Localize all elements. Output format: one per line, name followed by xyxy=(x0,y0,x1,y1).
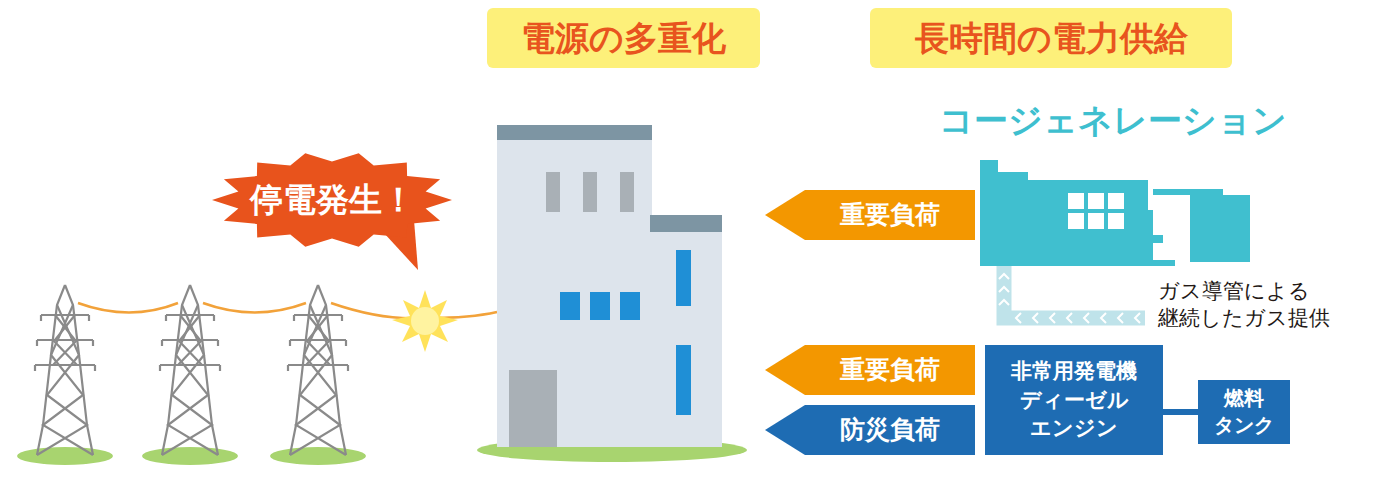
tag-text: 電源の多重化 xyxy=(521,16,726,60)
arrow-node: 重要負荷 xyxy=(765,345,975,395)
cogen-node: コージェネレーション xyxy=(925,100,1300,270)
machine-window xyxy=(1108,213,1124,229)
chevron xyxy=(1016,313,1021,323)
machine-part xyxy=(1028,180,1148,262)
ground xyxy=(270,447,366,465)
fuel-line xyxy=(1163,409,1198,415)
arrow-outline xyxy=(765,345,975,395)
burst-node: 停電発生！ xyxy=(212,152,452,248)
box-text: 燃料 タンク xyxy=(1211,385,1277,439)
burst-outline xyxy=(212,153,452,247)
tag-node: 長時間の電力供給 xyxy=(870,8,1232,68)
machine-part xyxy=(1153,235,1163,243)
machine-part xyxy=(998,172,1028,262)
gas-pipe xyxy=(999,265,1145,323)
burst-text: 停電発生！ xyxy=(250,179,415,222)
machine-part xyxy=(980,160,998,262)
chevron xyxy=(1050,313,1055,323)
arrow-node: 防災負荷 xyxy=(765,405,975,455)
chevron xyxy=(1118,313,1123,323)
arrow-outline xyxy=(765,190,975,240)
chevron xyxy=(1084,313,1089,323)
machine-window xyxy=(1108,193,1124,209)
machine-part xyxy=(1190,195,1250,262)
machine-window xyxy=(1088,193,1104,209)
arrow-text: 防災負荷 xyxy=(840,414,940,447)
pylon xyxy=(160,285,220,455)
tag-text: 長時間の電力供給 xyxy=(915,16,1188,60)
chevron xyxy=(1135,313,1140,323)
arrow-node: 重要負荷 xyxy=(765,190,975,240)
pylon xyxy=(35,285,95,455)
machine-base xyxy=(980,260,1175,266)
cogen-text: コージェネレーション xyxy=(939,100,1287,141)
machine-window xyxy=(1088,213,1104,229)
chevron xyxy=(1067,313,1072,323)
chevron xyxy=(999,287,1009,292)
chevron xyxy=(1101,313,1106,323)
building xyxy=(497,125,722,447)
chevron xyxy=(1033,313,1038,323)
machine-window xyxy=(1068,193,1084,209)
note-label: ガス導管による 継続したガス提供 xyxy=(1158,278,1368,333)
arrow-text: 重要負荷 xyxy=(840,354,940,387)
box-node: 燃料 タンク xyxy=(1198,380,1290,444)
flash xyxy=(392,290,458,352)
ground xyxy=(17,447,113,465)
chevron xyxy=(999,274,1009,279)
machine-window xyxy=(1068,213,1084,229)
pylon xyxy=(288,285,348,455)
tag-node: 電源の多重化 xyxy=(487,8,760,68)
machine-part xyxy=(1148,210,1153,262)
ground xyxy=(142,447,238,465)
box-text: 非常用発電機 ディーゼル エンジン xyxy=(999,357,1149,442)
chevron xyxy=(999,300,1009,305)
arrow-text: 重要負荷 xyxy=(840,199,940,232)
box-node: 非常用発電機 ディーゼル エンジン xyxy=(985,345,1163,455)
arrow-outline xyxy=(765,405,975,455)
machine-pipe xyxy=(1153,192,1220,196)
